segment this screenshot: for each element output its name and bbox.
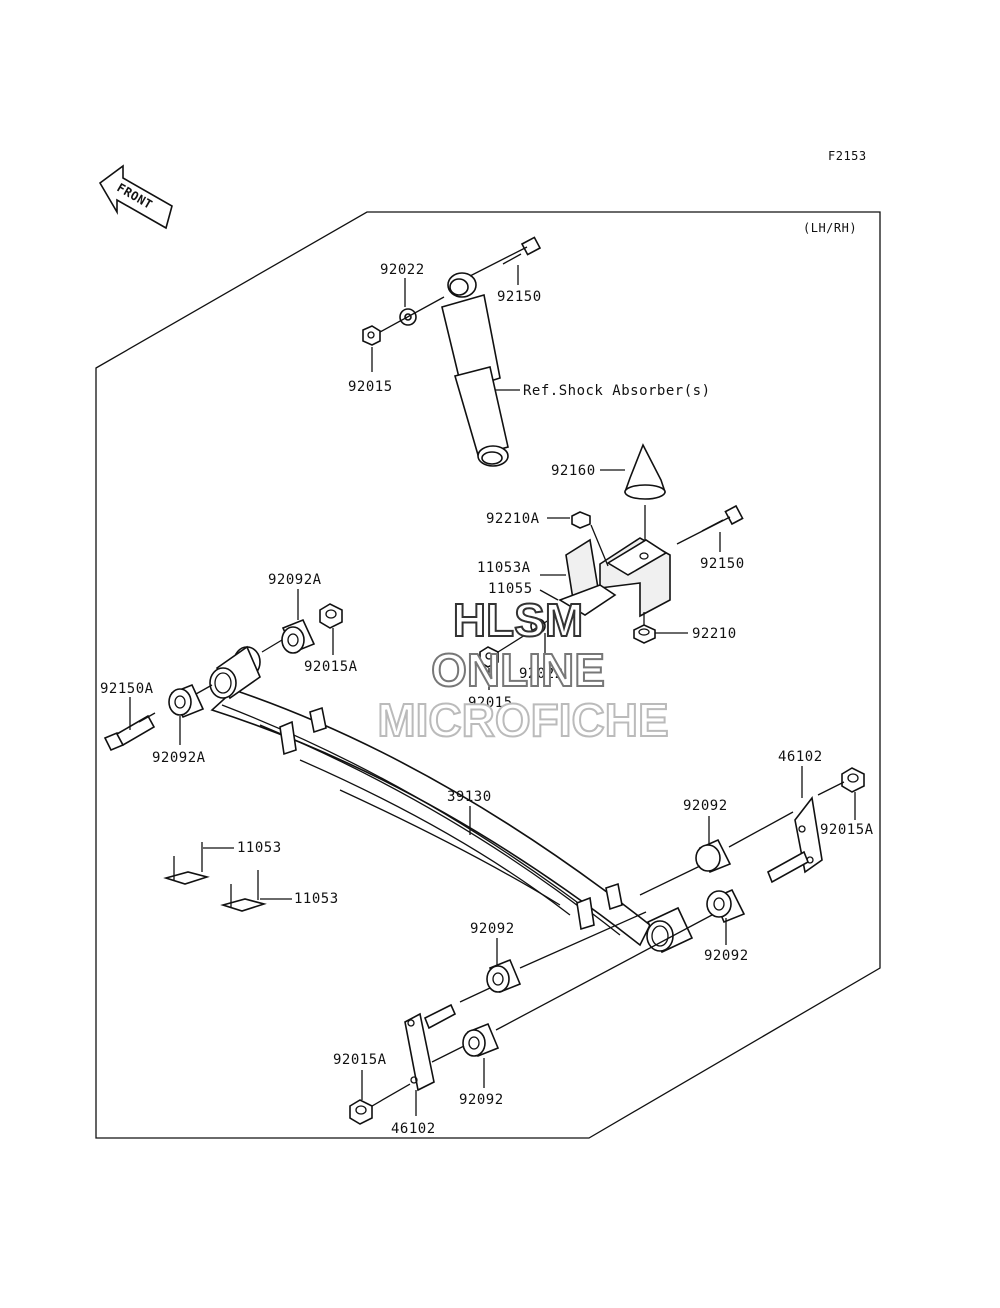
nut-92015-mid <box>479 646 499 668</box>
shackle-pin-right <box>766 850 810 884</box>
bushing-92092-r1 <box>695 838 732 874</box>
nut-92015A-right <box>841 767 865 793</box>
callout-92015A-top: 92015A <box>304 659 358 675</box>
callout-11053-2: 11053 <box>294 891 339 907</box>
callout-92015-mid: 92015 <box>468 695 513 711</box>
bolt-92150A <box>103 712 156 752</box>
bolt-92150-mid <box>676 504 744 545</box>
callout-92015A-bottom: 92015A <box>333 1052 387 1068</box>
leaf-spring-39130 <box>209 645 694 954</box>
shock-absorber <box>441 272 509 467</box>
callout-92022-top: 92022 <box>380 262 425 278</box>
bracket-11055 <box>558 537 671 618</box>
callout-92210: 92210 <box>692 626 737 642</box>
nut-92015-top <box>362 325 381 346</box>
bump-stop-92160 <box>624 443 666 500</box>
leader-lines <box>129 265 856 1116</box>
callout-46102-right: 46102 <box>778 749 823 765</box>
callout-39130: 39130 <box>447 789 492 805</box>
nut-92015A-bottom <box>349 1099 373 1125</box>
side-note: (LH/RH) <box>803 221 857 235</box>
watermark-line-3: MICROFICHE <box>377 694 668 746</box>
shackle-pin-bottom <box>423 1003 457 1030</box>
callout-92092-b: 92092 <box>459 1092 504 1108</box>
callout-11055: 11055 <box>488 581 533 597</box>
callout-11053A: 11053A <box>477 560 531 576</box>
callout-92015-top: 92015 <box>348 379 393 395</box>
callout-46102-bottom: 46102 <box>391 1121 436 1137</box>
nut-92210 <box>633 624 656 644</box>
u-bolt-11053-b <box>220 870 267 912</box>
isometric-frame <box>95 211 881 1139</box>
callout-92092A-top: 92092A <box>268 572 322 588</box>
callout-92092-r1: 92092 <box>683 798 728 814</box>
watermark-line-1: HLSM <box>453 594 583 646</box>
bushing-92092A-top <box>281 618 316 654</box>
bushing-92092A-bottom <box>168 683 205 719</box>
nut-92210A <box>571 511 591 529</box>
bushing-92092-r2 <box>706 888 746 924</box>
callout-92210A: 92210A <box>486 511 540 527</box>
nut-92015A-top <box>319 603 343 629</box>
callout-92150-mid: 92150 <box>700 556 745 572</box>
figure-id: F2153 <box>828 149 867 163</box>
callout-92150A: 92150A <box>100 681 154 697</box>
bolt-92150-top <box>469 236 542 277</box>
watermark-line-2: ONLINE <box>431 644 605 696</box>
u-bolt-11053-a <box>163 842 210 885</box>
front-arrow-icon: FRONT <box>98 164 173 230</box>
callout-92092A-bottom: 92092A <box>152 750 206 766</box>
callout-11053-1: 11053 <box>237 840 282 856</box>
callout-92160: 92160 <box>551 463 596 479</box>
callout-92092-r2: 92092 <box>704 948 749 964</box>
watermark: HLSM ONLINE MICROFICHE <box>376 593 669 747</box>
callout-92015A-right: 92015A <box>820 822 874 838</box>
bushing-92092-m <box>486 958 522 994</box>
bushing-92092-b <box>462 1022 500 1058</box>
callout-shock-absorber-ref: Ref.Shock Absorber(s) <box>523 383 711 399</box>
callout-92150-top: 92150 <box>497 289 542 305</box>
callout-92092-m: 92092 <box>470 921 515 937</box>
callout-92022-mid: 92022 <box>519 666 564 682</box>
shackle-plate-46102-bottom <box>404 1012 435 1092</box>
